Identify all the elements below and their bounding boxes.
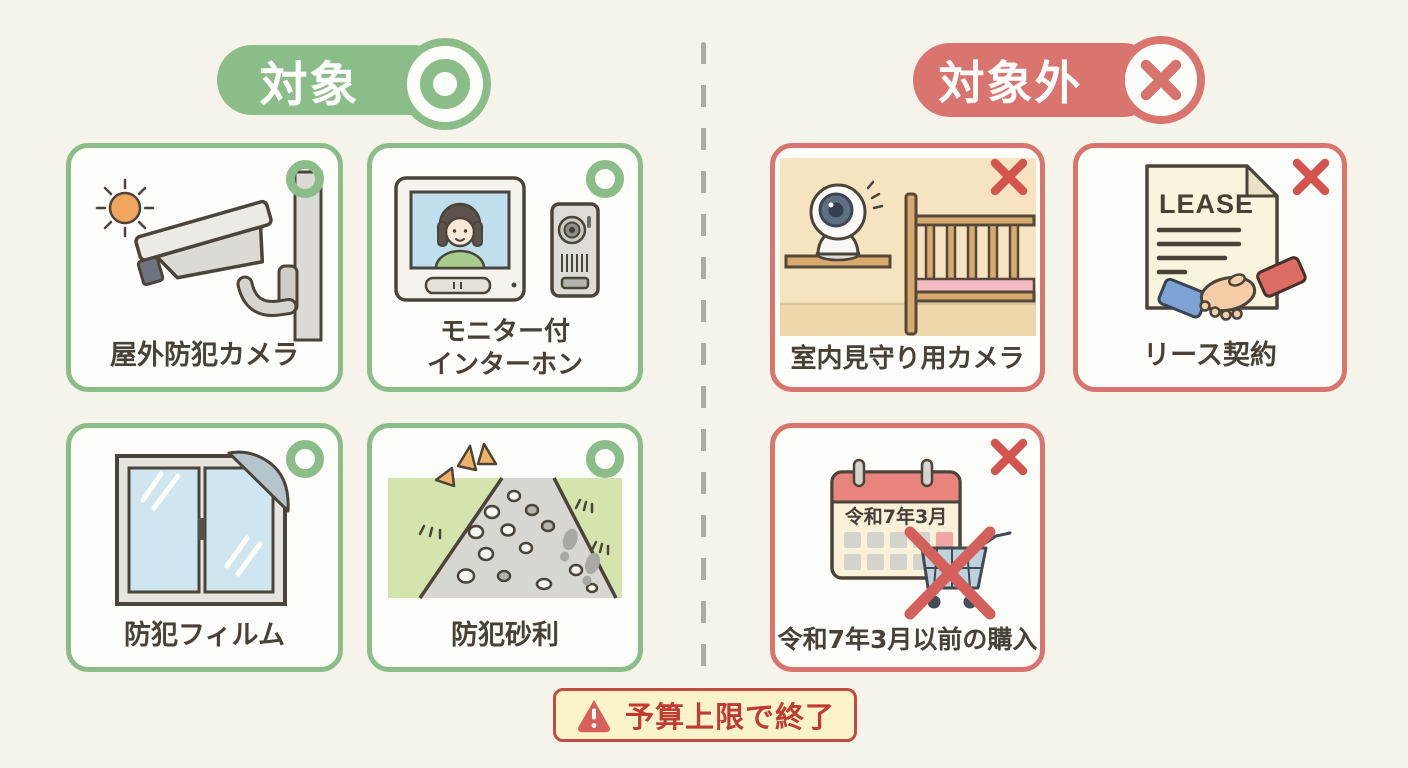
big-cross-over-cart [904, 526, 996, 620]
circle-mark-icon [399, 38, 491, 130]
circle-mark-icon [586, 440, 624, 478]
security-window-film-icon [115, 450, 290, 606]
footprints [560, 528, 600, 586]
pebbles [456, 489, 599, 594]
sound-ticks [866, 180, 884, 210]
circle-mark-icon [286, 440, 324, 478]
circle-mark-icon [586, 160, 624, 198]
monitor-intercom-icon [394, 176, 600, 302]
cross-mark-glyph [1140, 59, 1182, 101]
cross-mark-icon [1117, 36, 1205, 124]
excluded-header-label: 対象外 [938, 56, 1083, 110]
card-label: 令和7年3月以前の購入 [777, 624, 1038, 654]
card-purchase-before-deadline: 令和7年3月 [770, 423, 1045, 672]
card-label: 屋外防犯カメラ [110, 340, 299, 372]
card-lease-contract: LEASE リース契約 [1073, 143, 1347, 392]
window-handle [198, 518, 205, 540]
monitor-unit [394, 176, 526, 302]
card-label: 防犯砂利 [451, 620, 559, 652]
card-outdoor-security-camera: 屋外防犯カメラ [66, 143, 343, 392]
lease-contract-handshake-icon: LEASE [1145, 164, 1307, 321]
warning-triangle-icon [578, 700, 610, 733]
indoor-monitoring-camera-icon [780, 158, 1036, 336]
circle-mark-ring [420, 59, 470, 109]
section-divider-dashed-line [701, 42, 706, 674]
outdoor-security-camera-icon [95, 170, 323, 342]
budget-warning-label: 予算上限で終了 [624, 700, 835, 734]
card-security-gravel: 防犯砂利 [367, 423, 643, 672]
circle-mark-icon [286, 160, 324, 198]
wall [293, 170, 323, 342]
calendar-crossed-shopping-cart-icon: 令和7年3月 [830, 458, 1012, 620]
doorbell-unit [550, 202, 600, 298]
handshake [1157, 256, 1307, 321]
cross-mark-icon [990, 438, 1028, 476]
baby-crib [904, 192, 1036, 336]
eligible-header: 対象 [217, 38, 507, 137]
crackle-marks [434, 442, 498, 488]
card-label: リース契約 [1143, 340, 1277, 372]
cross-mark-icon [1292, 158, 1330, 196]
calendar-month-text: 令和7年3月 [845, 505, 947, 528]
card-label: 室内見守り用カメラ [790, 343, 1025, 374]
card-monitor-intercom: モニター付 インターホン [367, 143, 643, 392]
card-label: モニター付 インターホン [426, 317, 583, 380]
security-gravel-icon [388, 442, 622, 599]
card-indoor-monitoring-camera: 室内見守り用カメラ [770, 143, 1045, 392]
budget-warning-banner: 予算上限で終了 [553, 688, 857, 742]
crib-mattress [914, 277, 1036, 294]
camera-body [134, 199, 273, 287]
sound-ticks [418, 498, 610, 556]
eligible-header-label: 対象 [259, 57, 360, 113]
gravel-path [420, 478, 616, 598]
sun-icon [95, 178, 155, 238]
card-security-window-film: 防犯フィルム [66, 423, 343, 672]
lease-title-text: LEASE [1159, 189, 1254, 219]
film-curl [227, 450, 290, 513]
cross-mark-icon [990, 158, 1028, 196]
pan-tilt-camera [809, 183, 867, 262]
lease-document: LEASE [1145, 164, 1279, 310]
excluded-header: 対象外 [913, 36, 1213, 135]
card-label: 防犯フィルム [124, 620, 285, 652]
